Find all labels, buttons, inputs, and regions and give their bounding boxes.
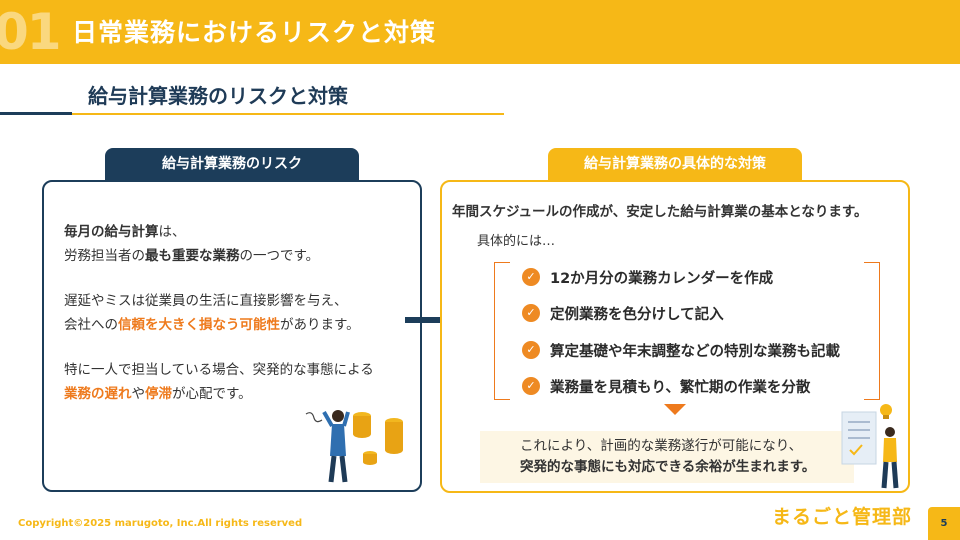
subtitle-underline-accent — [0, 112, 72, 115]
countermeasure-item-label: 算定基礎や年末調整などの特別な業務も記載 — [550, 343, 840, 360]
risk-panel-tab: 給与計算業務のリスク — [105, 148, 359, 180]
worried-person-coins-illustration — [305, 410, 403, 483]
risk-paragraph-1-line-1: 毎月の給与計算は、 — [64, 220, 186, 244]
countermeasure-item: ✓ 業務量を見積もり、繁忙期の作業を分散 — [522, 374, 810, 398]
copyright-text: Copyright©2025 marugoto, Inc.All rights … — [18, 518, 303, 529]
page-title: 日常業務におけるリスクと対策 — [72, 18, 437, 47]
countermeasure-item-label: 業務量を見積もり、繁忙期の作業を分散 — [550, 379, 811, 396]
conclusion-box — [480, 431, 854, 483]
person-icon — [881, 427, 899, 489]
risk-emphasis: 最も重要な業務 — [145, 248, 240, 264]
countermeasure-item-label: 12か月分の業務カレンダーを作成 — [550, 270, 774, 287]
risk-paragraph-2-line-1: 遅延やミスは従業員の生活に直接影響を与え、 — [64, 293, 348, 309]
countermeasure-item: ✓ 定例業務を色分けして記入 — [522, 301, 724, 325]
coin-stack-icon — [353, 412, 403, 465]
person-icon — [322, 410, 350, 483]
check-circle-icon: ✓ — [522, 341, 540, 359]
lightbulb-icon — [880, 404, 892, 419]
countermeasure-item: ✓ 算定基礎や年末調整などの特別な業務も記載 — [522, 338, 840, 362]
risk-paragraph-1-line-2: 労務担当者の最も重要な業務の一つです。 — [64, 244, 319, 268]
risk-highlight: 業務の遅れ — [64, 386, 132, 402]
risk-text: があります。 — [280, 317, 360, 333]
risk-panel — [42, 180, 422, 492]
countermeasure-panel-tab: 給与計算業務の具体的な対策 — [548, 148, 802, 180]
list-bracket-left — [494, 262, 510, 400]
person-idea-document-illustration — [841, 404, 899, 489]
countermeasure-lead: 年間スケジュールの作成が、安定した給与計算業の基本となります。 — [452, 204, 868, 220]
section-number: 01 — [0, 3, 62, 61]
risk-text: 会社への — [64, 317, 118, 333]
countermeasure-item-label: 定例業務を色分けして記入 — [550, 306, 724, 323]
subtitle-underline — [72, 113, 504, 115]
risk-paragraph-3-line-1: 特に一人で担当している場合、突発的な事態による — [64, 362, 374, 378]
list-bracket-right — [864, 262, 880, 400]
document-icon — [841, 411, 877, 465]
risk-paragraph-2-line-2: 会社への信頼を大きく損なう可能性があります。 — [64, 313, 360, 337]
check-circle-icon: ✓ — [522, 268, 540, 286]
check-circle-icon: ✓ — [522, 377, 540, 395]
page-number: 5 — [928, 507, 960, 540]
risk-text: が心配です。 — [172, 386, 252, 402]
risk-highlight: 停滞 — [145, 386, 172, 402]
risk-highlight: 信頼を大きく損なう可能性 — [118, 317, 280, 333]
risk-paragraph-3-line-2: 業務の遅れや停滞が心配です。 — [64, 382, 252, 406]
conclusion-line-1: これにより、計画的な業務遂行が可能になり、 — [520, 438, 803, 454]
risk-emphasis: 毎月の給与計算 — [64, 224, 159, 240]
header-bar: 01 日常業務におけるリスクと対策 — [0, 0, 960, 64]
risk-text: 労務担当者の — [64, 248, 145, 264]
brand-logo: まるごと管理部 — [772, 506, 913, 528]
risk-text: の一つです。 — [239, 248, 320, 264]
conclusion-line-2: 突発的な事態にも対応できる余裕が生まれます。 — [520, 459, 816, 475]
down-triangle-icon — [664, 404, 686, 415]
worry-lines-icon — [305, 412, 323, 423]
risk-text: は、 — [158, 224, 186, 240]
check-circle-icon: ✓ — [522, 304, 540, 322]
countermeasure-item: ✓ 12か月分の業務カレンダーを作成 — [522, 265, 773, 289]
countermeasure-intro: 具体的には… — [477, 234, 556, 249]
section-subtitle: 給与計算業務のリスクと対策 — [88, 84, 348, 108]
risk-text: や — [131, 386, 146, 402]
